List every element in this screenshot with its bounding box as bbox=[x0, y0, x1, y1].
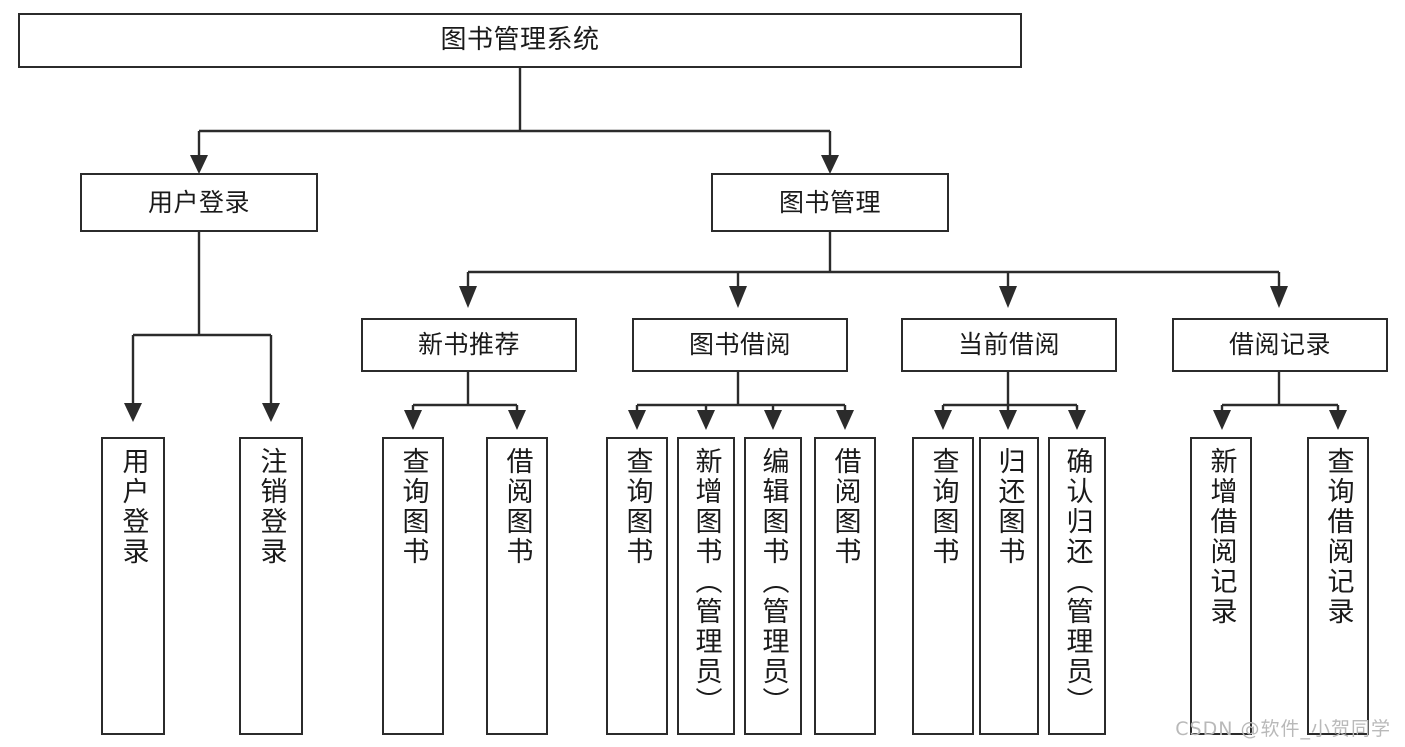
leaf-borrow-add-book-admin[interactable]: 新增图书（管理员） bbox=[677, 437, 735, 735]
node-new-book-recommend-label: 新书推荐 bbox=[417, 330, 520, 360]
leaf-current-confirm-return-admin-label: 确认归还（管理员） bbox=[1061, 447, 1093, 717]
watermark-text: CSDN @软件_小贺同学 bbox=[1175, 718, 1391, 740]
leaf-current-return-book-label: 归还图书 bbox=[993, 447, 1025, 567]
leaf-current-query-book[interactable]: 查询图书 bbox=[912, 437, 974, 735]
leaf-recommend-borrow-book-label: 借阅图书 bbox=[501, 447, 533, 567]
node-root-system[interactable]: 图书管理系统 bbox=[18, 13, 1022, 68]
node-user-login-label: 用户登录 bbox=[147, 187, 250, 217]
node-new-book-recommend[interactable]: 新书推荐 bbox=[361, 318, 577, 372]
node-book-borrow-label: 图书借阅 bbox=[688, 330, 791, 360]
leaf-borrow-add-book-admin-label: 新增图书（管理员） bbox=[690, 447, 722, 717]
leaf-borrow-edit-book-admin-label: 编辑图书（管理员） bbox=[757, 447, 789, 717]
node-book-management[interactable]: 图书管理 bbox=[711, 173, 949, 232]
node-book-management-label: 图书管理 bbox=[778, 187, 881, 217]
leaf-user-login-logout[interactable]: 注销登录 bbox=[239, 437, 303, 735]
node-current-borrow-label: 当前借阅 bbox=[957, 330, 1060, 360]
node-borrow-record-label: 借阅记录 bbox=[1228, 330, 1331, 360]
leaf-record-query-record[interactable]: 查询借阅记录 bbox=[1307, 437, 1369, 735]
node-borrow-record[interactable]: 借阅记录 bbox=[1172, 318, 1388, 372]
leaf-user-login-login-label: 用户登录 bbox=[117, 447, 149, 567]
leaf-borrow-borrow-book-label: 借阅图书 bbox=[829, 447, 861, 567]
leaf-borrow-borrow-book[interactable]: 借阅图书 bbox=[814, 437, 876, 735]
leaf-record-add-record-label: 新增借阅记录 bbox=[1205, 447, 1237, 627]
leaf-current-return-book[interactable]: 归还图书 bbox=[979, 437, 1039, 735]
leaf-recommend-borrow-book[interactable]: 借阅图书 bbox=[486, 437, 548, 735]
leaf-current-query-book-label: 查询图书 bbox=[927, 447, 959, 567]
node-user-login[interactable]: 用户登录 bbox=[80, 173, 318, 232]
leaf-user-login-login[interactable]: 用户登录 bbox=[101, 437, 165, 735]
leaf-user-login-logout-label: 注销登录 bbox=[255, 447, 287, 567]
node-root-system-label: 图书管理系统 bbox=[440, 25, 600, 56]
leaf-record-add-record[interactable]: 新增借阅记录 bbox=[1190, 437, 1252, 735]
node-current-borrow[interactable]: 当前借阅 bbox=[901, 318, 1117, 372]
leaf-borrow-edit-book-admin[interactable]: 编辑图书（管理员） bbox=[744, 437, 802, 735]
leaf-borrow-query-book[interactable]: 查询图书 bbox=[606, 437, 668, 735]
leaf-record-query-record-label: 查询借阅记录 bbox=[1322, 447, 1354, 627]
leaf-recommend-query-book[interactable]: 查询图书 bbox=[382, 437, 444, 735]
leaf-current-confirm-return-admin[interactable]: 确认归还（管理员） bbox=[1048, 437, 1106, 735]
leaf-recommend-query-book-label: 查询图书 bbox=[397, 447, 429, 567]
node-book-borrow[interactable]: 图书借阅 bbox=[632, 318, 848, 372]
leaf-borrow-query-book-label: 查询图书 bbox=[621, 447, 653, 567]
